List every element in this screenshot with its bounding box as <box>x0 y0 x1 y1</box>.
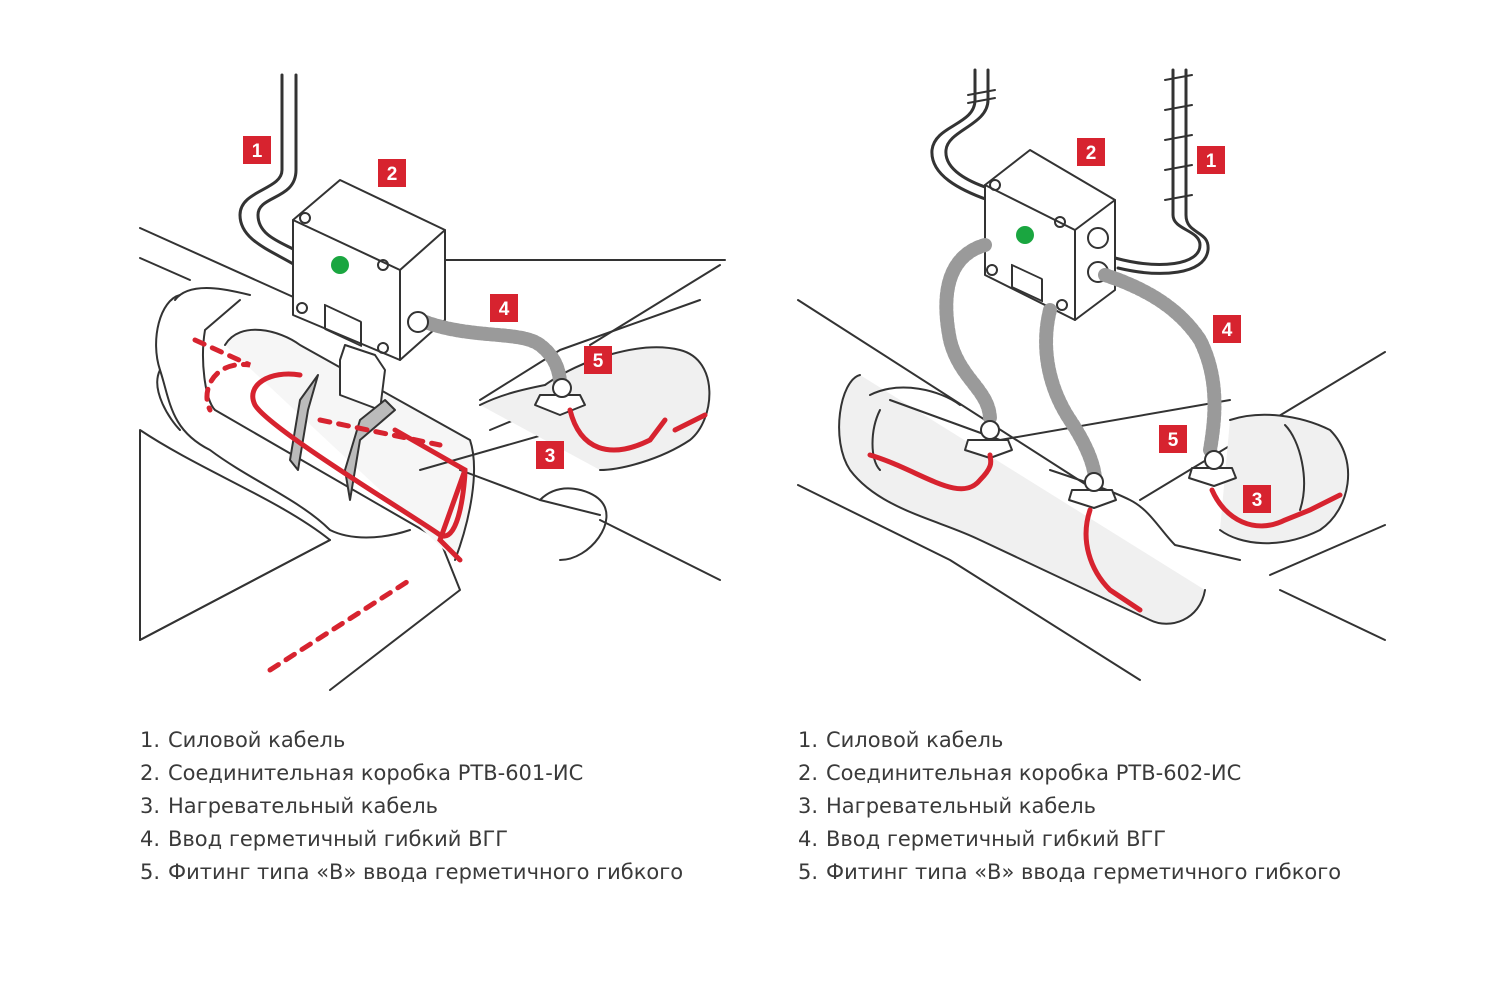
legend-item: 3.Нагревательный кабель <box>798 794 1096 818</box>
heating-cable-right-c <box>1209 487 1343 529</box>
junction-box-left <box>292 179 446 361</box>
legend-item: 1.Силовой кабель <box>798 728 1004 752</box>
indicator-light-left <box>331 256 349 274</box>
svg-text:3: 3 <box>1252 490 1263 511</box>
svg-text:4: 4 <box>1222 320 1233 341</box>
badge-3-left: 3 <box>536 441 564 469</box>
legend-item: 2.Соединительная коробка РТВ-601-ИС <box>140 761 584 785</box>
legend-left: 1.Силовой кабель 2.Соединительная коробк… <box>140 724 683 889</box>
legend-item: 2.Соединительная коробка РТВ-602-ИС <box>798 761 1242 785</box>
flex-conduit-right-a <box>939 238 997 427</box>
flex-conduit-left <box>413 313 567 392</box>
flex-conduit-right-b <box>1039 303 1102 487</box>
insulation-outline <box>139 227 301 301</box>
badge-5-left: 5 <box>584 346 612 374</box>
svg-text:5: 5 <box>593 351 604 372</box>
svg-text:3: 3 <box>545 446 556 467</box>
svg-text:1: 1 <box>252 141 263 162</box>
legend-right: 1.Силовой кабель 2.Соединительная коробк… <box>798 724 1341 889</box>
legend-item: 5.Фитинг типа «В» ввода герметичного гиб… <box>140 860 684 884</box>
junction-box-right <box>984 149 1116 321</box>
badge-3-right: 3 <box>1243 485 1271 513</box>
heating-cable-right-b <box>1083 507 1143 613</box>
legend-item: 3.Нагревательный кабель <box>140 794 438 818</box>
power-cable-left <box>238 73 297 267</box>
svg-text:2: 2 <box>1086 143 1097 164</box>
legend-item: 4.Ввод герметичный гибкий ВГГ <box>798 827 1167 851</box>
main-pipe-right <box>838 374 1206 625</box>
badge-4-right: 4 <box>1213 315 1241 343</box>
badge-2-left: 2 <box>378 159 406 187</box>
badge-1-left: 1 <box>243 136 271 164</box>
indicator-light-right <box>1016 226 1034 244</box>
heating-cable-left <box>192 337 252 413</box>
heating-cable-right-a <box>867 452 994 492</box>
right-diagram: 1 2 3 4 5 <box>797 68 1386 681</box>
legend-item: 4.Ввод герметичный гибкий ВГГ <box>140 827 509 851</box>
legend-item: 1.Силовой кабель <box>140 728 346 752</box>
power-cable-right-b <box>1113 68 1202 266</box>
badge-2-right: 2 <box>1077 138 1105 166</box>
svg-text:2: 2 <box>387 164 398 185</box>
badge-5-right: 5 <box>1159 425 1187 453</box>
left-diagram: 1 2 3 4 5 <box>139 73 726 691</box>
svg-text:1: 1 <box>1206 151 1217 172</box>
svg-text:4: 4 <box>499 299 510 320</box>
power-cable-right-a <box>930 68 990 202</box>
svg-text:5: 5 <box>1168 430 1179 451</box>
legend-item: 5.Фитинг типа «В» ввода герметичного гиб… <box>798 860 1342 884</box>
badge-4-left: 4 <box>490 294 518 322</box>
flex-conduit-right-c <box>1098 268 1222 457</box>
badge-1-right: 1 <box>1197 146 1225 174</box>
